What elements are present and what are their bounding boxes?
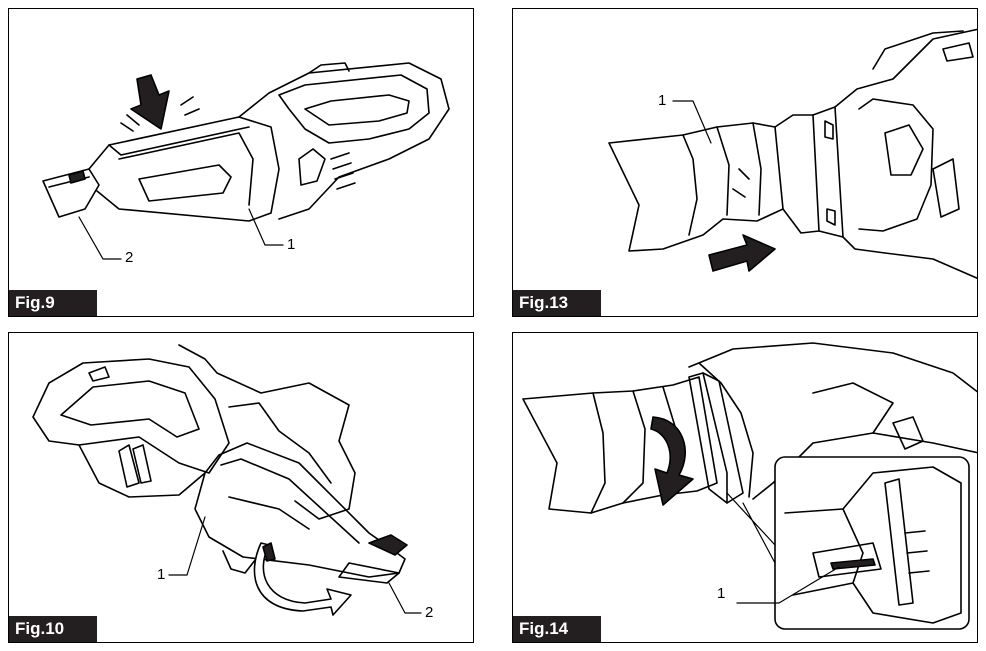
rotate-arrow-icon	[650, 416, 694, 506]
press-arrow-icon	[120, 74, 200, 132]
callout-2: 2	[125, 249, 134, 266]
figure-panel-13: 1 Fig.13	[512, 8, 978, 317]
figure-panel-9: 1 2 Fig.9	[8, 8, 474, 317]
figure-panel-14: 1 Fig.14	[512, 332, 978, 643]
callout-2: 2	[425, 604, 434, 621]
dust-bag-attach-illustration	[608, 28, 977, 280]
figure-label: Fig.13	[513, 290, 601, 316]
callout-1: 1	[658, 92, 667, 109]
dust-case-removal-illustration	[32, 344, 422, 616]
figure-panel-10: 1 2 Fig.10	[8, 332, 474, 643]
figure-label: Fig.10	[9, 616, 97, 642]
push-arrow-icon	[708, 234, 776, 272]
twist-arrow-icon	[253, 542, 352, 616]
dust-bag-lock-illustration	[522, 342, 977, 630]
vacuum-cleaner-illustration	[42, 62, 450, 260]
figure-label: Fig.9	[9, 290, 97, 316]
callout-1: 1	[287, 236, 296, 253]
callout-1: 1	[717, 585, 726, 602]
figure-label: Fig.14	[513, 616, 601, 642]
callout-1: 1	[157, 566, 166, 583]
